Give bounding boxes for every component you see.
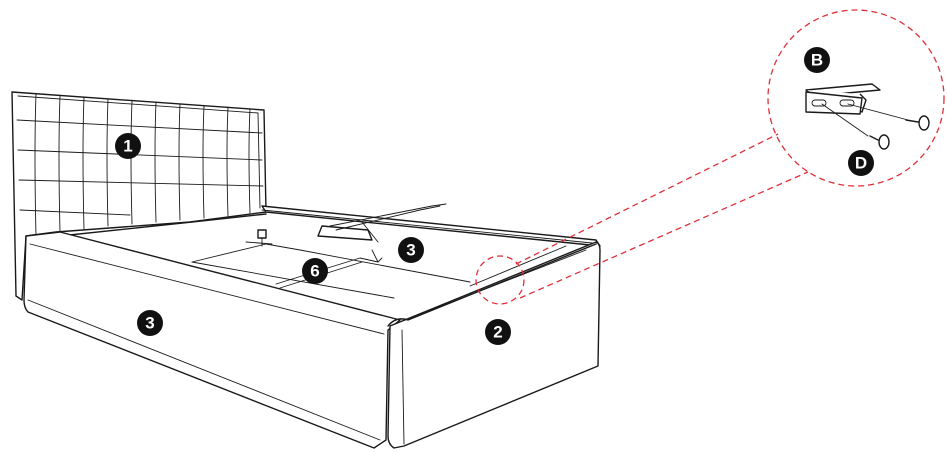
callout-hardware-d: D	[848, 150, 874, 176]
svg-text:3: 3	[406, 241, 415, 260]
hardware-detail	[805, 83, 930, 150]
headboard	[11, 91, 267, 301]
svg-text:6: 6	[310, 262, 319, 281]
callout-hardware-b: B	[804, 47, 830, 73]
screw-guide-line-1	[821, 103, 869, 137]
svg-text:D: D	[855, 154, 867, 173]
svg-text:1: 1	[123, 137, 132, 156]
side-rail	[23, 231, 401, 449]
callout-part-3-side: 3	[137, 310, 163, 336]
screw-guide-line-2	[847, 103, 909, 121]
screw-icon	[869, 134, 890, 150]
screw-icon	[905, 115, 930, 131]
svg-text:2: 2	[493, 323, 502, 342]
detail-zoom-circle	[767, 9, 945, 187]
detail-leader-lower	[519, 171, 809, 299]
detail-callout	[475, 9, 945, 305]
back-rail	[261, 205, 601, 247]
svg-text:3: 3	[145, 314, 154, 333]
callout-part-1: 1	[115, 133, 141, 159]
svg-text:B: B	[811, 51, 823, 70]
detail-source-circle	[475, 255, 525, 305]
detail-leader-upper	[515, 133, 779, 265]
callout-part-6: 6	[302, 258, 328, 284]
bracket-icon	[805, 83, 881, 115]
headboard-tufting-grid	[16, 93, 264, 237]
lift-mechanism	[245, 203, 447, 263]
callout-part-3-inner: 3	[398, 237, 424, 263]
callout-part-2: 2	[485, 319, 511, 345]
foot-rail	[387, 241, 601, 449]
